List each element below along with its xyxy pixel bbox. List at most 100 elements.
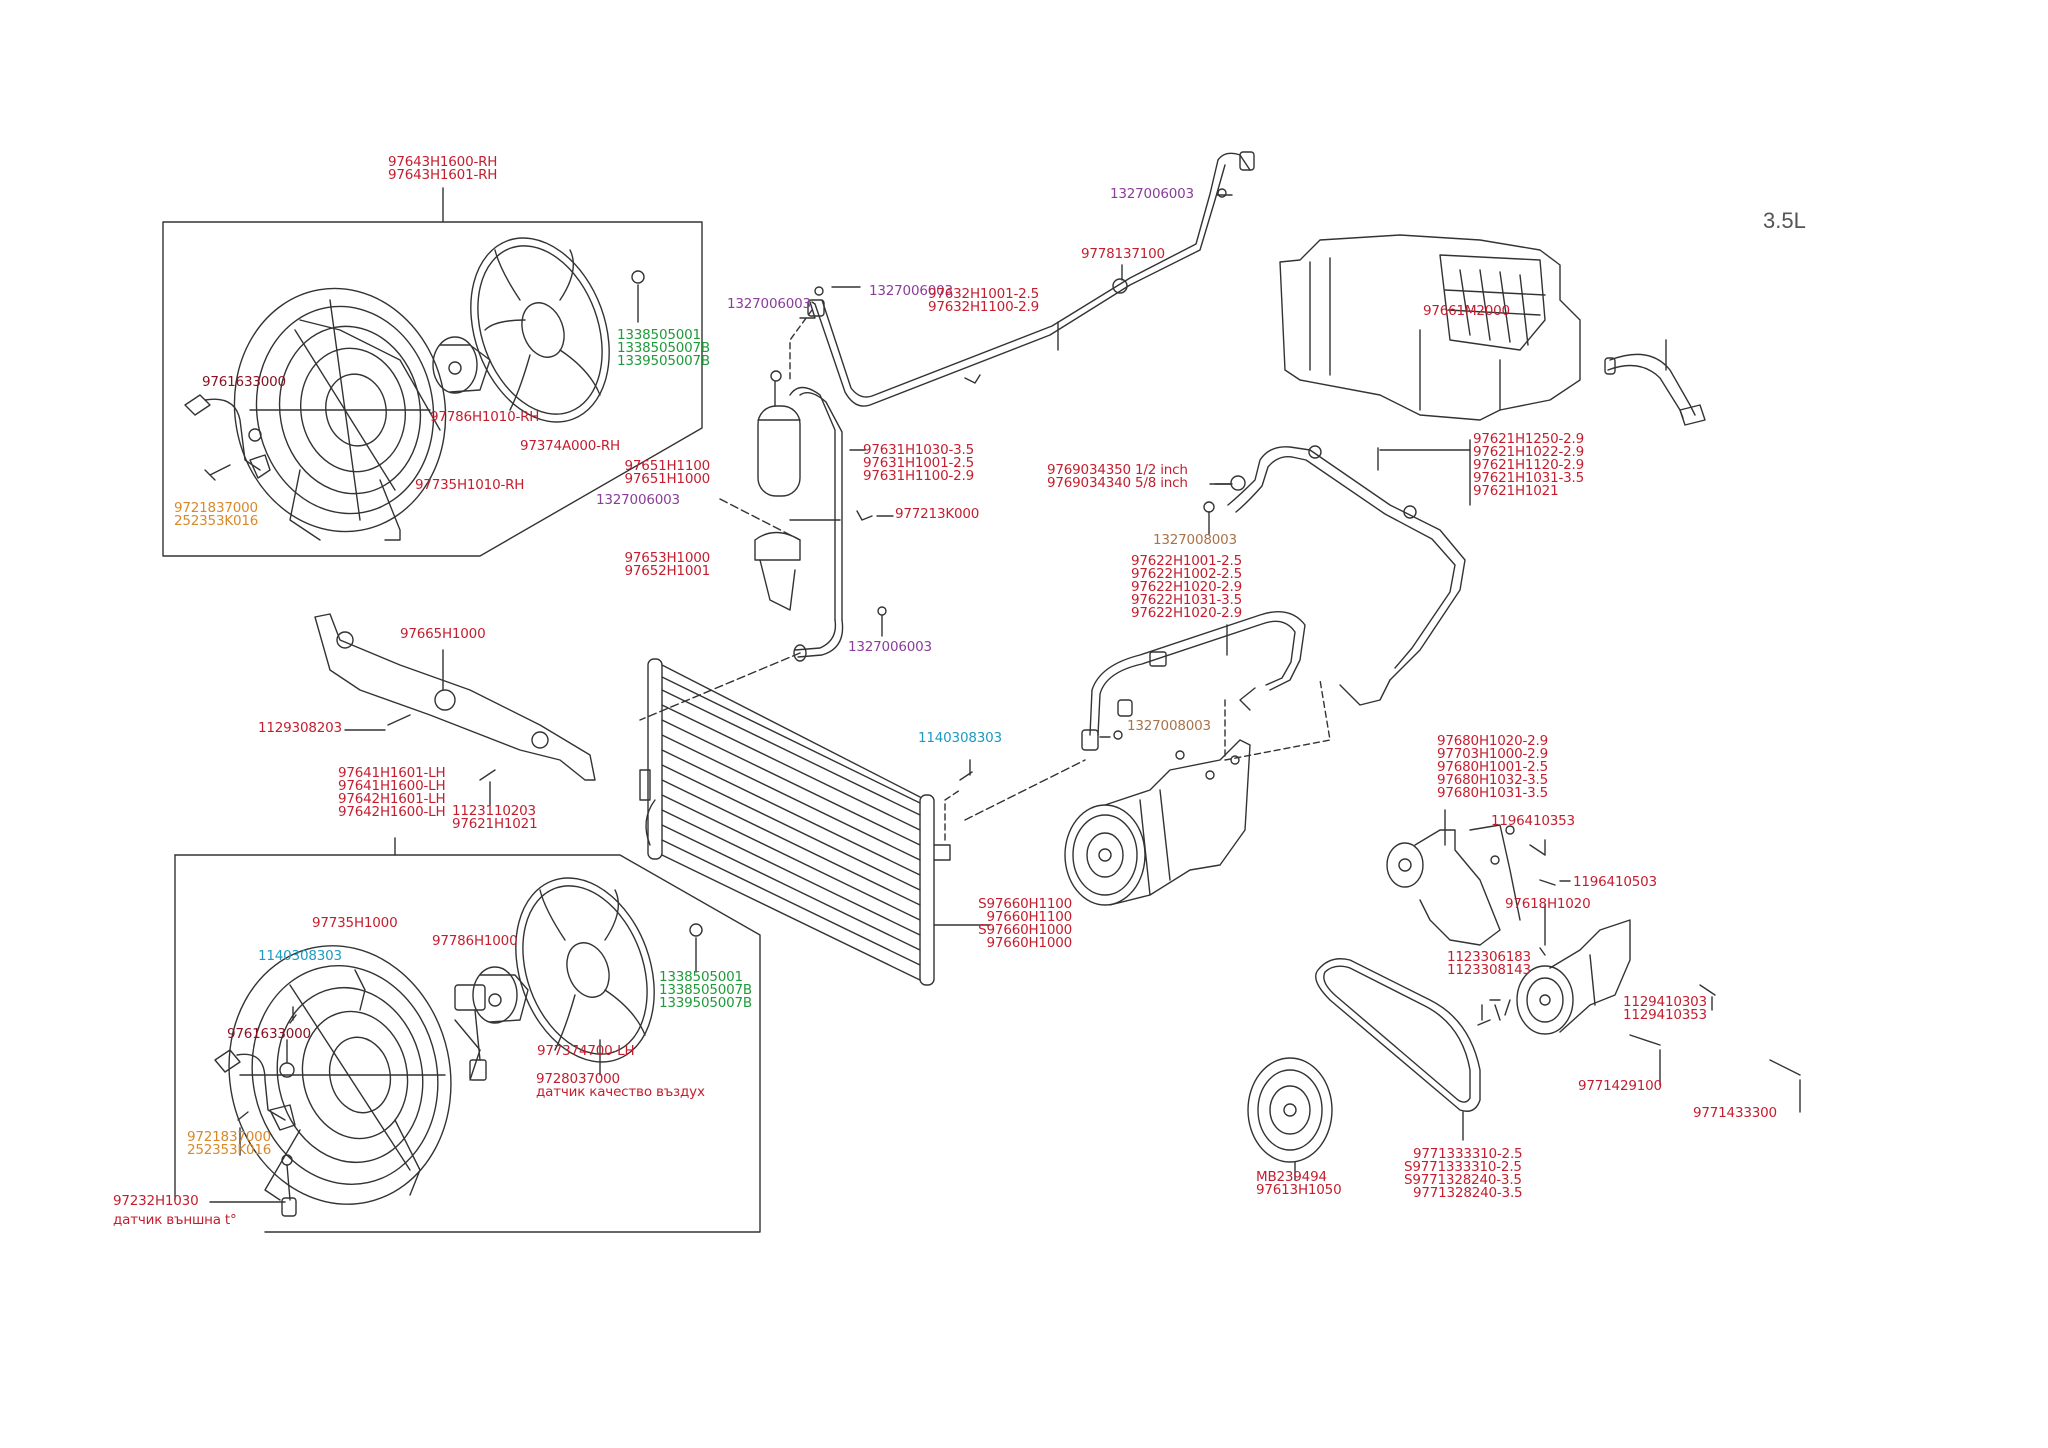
suction-hose-nut-label: 1327008003 <box>1153 532 1237 548</box>
part-number: 1339505007B <box>617 353 710 369</box>
part-number: 97622H1001-2.5 <box>1131 553 1242 569</box>
part-number: 97641H1600-LH <box>338 778 446 794</box>
liquid-pipe-label: 97631H1030-3.5 97631H1001-2.5 97631H1100… <box>863 442 974 484</box>
pulley-label: MB239494 97613H1050 <box>1256 1170 1342 1197</box>
part-number: 9769034340 5/8 inch <box>1047 475 1188 491</box>
part-number: 97641H1601-LH <box>338 765 446 781</box>
fan-rh-blade-label: 97374A000-RH <box>520 438 620 454</box>
part-number: 97642H1601-LH <box>338 791 446 807</box>
part-number: 97631H1030-3.5 <box>863 442 974 458</box>
fan-lh-blade-label: 977374700-LH <box>537 1043 635 1059</box>
pressure-switch-label: 977213K000 <box>895 506 980 522</box>
sensor-description: датчик качество въздух <box>536 1084 705 1100</box>
o-rings-label: 9769034350 1/2 inch 9769034340 5/8 inch <box>1047 462 1188 491</box>
part-number: 9721837000 <box>187 1129 271 1145</box>
engine-displacement-label: 3.5L <box>1763 208 1806 233</box>
part-number: 97651H1100 <box>624 458 711 474</box>
part-number: 1338505001 <box>617 327 701 343</box>
part-number: 97652H1001 <box>624 563 711 579</box>
part-number: 97680H1001-2.5 <box>1437 759 1548 775</box>
drive-belt-label: 9771333310-2.5 S9771333310-2.5 S97713282… <box>1404 1147 1523 1201</box>
fan-rh-nut-label: 1338505001 1338505007B 1339505007B <box>617 327 710 369</box>
part-number: 9771328240-3.5 <box>1413 1185 1523 1201</box>
pipe-nut-3-label: 1327006003 <box>727 296 811 312</box>
compressor-bolt-c-label: 9771429100 <box>1578 1078 1662 1094</box>
part-number: 97622H1020-2.9 <box>1131 579 1242 595</box>
part-number: 1338505007B <box>617 340 710 356</box>
part-number: 252353K016 <box>187 1142 272 1158</box>
part-number: 9769034350 1/2 inch <box>1047 462 1188 478</box>
discharge-hose-drawing <box>1081 611 1331 761</box>
part-number: 1123308143 <box>1447 962 1531 978</box>
condenser-nut-label: 1327006003 <box>848 639 932 655</box>
suction-hose-drawing <box>1203 445 1466 706</box>
part-number: 97621H1022-2.9 <box>1473 444 1584 460</box>
part-number: 97621H1250-2.9 <box>1473 431 1584 447</box>
second-compressor-drawing <box>1504 919 1631 1035</box>
drive-belt-drawing <box>1315 958 1481 1141</box>
bracket-bolt-1-label: 1196410353 <box>1491 813 1575 829</box>
fan-lh-bolt-label: 9721837000 252353K016 <box>187 1129 272 1158</box>
part-number: S9771333310-2.5 <box>1404 1159 1522 1175</box>
bracket-bolts-drawing <box>1529 839 1571 956</box>
fan-rh-bolt-label: 9721837000 252353K016 <box>174 501 258 528</box>
fan-lh-assembly-label: 97641H1601-LH 97641H1600-LH 97642H1601-L… <box>338 765 446 819</box>
fan-lh-group-frame <box>174 837 761 1233</box>
fan-rh-connector-drawing <box>184 394 271 479</box>
fan-rh-nut-drawing <box>631 270 645 323</box>
discharge-hose-label: 97622H1001-2.5 97622H1002-2.5 97622H1020… <box>1131 553 1242 620</box>
air-guard-bolt-2-label: 1123110203 97621H1021 <box>452 803 538 832</box>
compressor-bolts-drawing <box>1477 984 1801 1113</box>
part-number: S97660H1100 <box>978 896 1072 912</box>
sensor-description: датчик външна t° <box>113 1212 237 1228</box>
fan-lh-nut-label: 1338505001 1338505007B 1339505007B <box>659 969 752 1010</box>
fan-lh-shroud-label: 97735H1000 <box>312 915 398 931</box>
fan-rh-group-frame <box>162 187 703 557</box>
pipe-nut-2-label: 1327006003 <box>869 283 953 299</box>
fan-lh-nut-drawing <box>689 923 703 973</box>
part-number: 97643H1600-RH <box>388 154 498 170</box>
part-number: S97660H1000 <box>978 922 1072 938</box>
upper-pipe-drawing <box>789 151 1255 407</box>
pipe-nut-top-label: 1327006003 <box>1110 186 1194 202</box>
part-number: 97621H1021 <box>1473 483 1559 499</box>
part-number: 97232H1030 <box>113 1193 199 1209</box>
air-guard-bolt-label: 1129308203 <box>258 720 342 736</box>
part-number: 97631H1100-2.9 <box>863 468 974 484</box>
fan-lh-connector-drawing <box>209 1006 297 1217</box>
bracket-bolt-2-label: 1196410503 <box>1573 874 1657 890</box>
fan-lh-bolt-cyan-label: 1140308303 <box>258 948 342 964</box>
part-number: 97653H1000 <box>624 550 711 566</box>
part-number: 97632H1001-2.5 <box>928 286 1039 302</box>
drier-bracket-label: 97653H1000 97652H1001 <box>618 550 711 579</box>
condenser-label: S97660H1100 97660H1100 S97660H1000 97660… <box>960 896 1072 950</box>
fan-rh-bolt-drawing <box>204 464 231 481</box>
condenser-drawing <box>639 658 991 986</box>
compressor-bracket-label: 97680H1020-2.9 97703H1000-2.9 97680H1001… <box>1437 734 1548 800</box>
fan-lh-motor-label: 97786H1000 <box>432 933 518 949</box>
air-guard-label: 97665H1000 <box>400 626 486 642</box>
ambient-sensor-label: 97232H1030 датчик външна t° <box>113 1193 237 1228</box>
receiver-drier-drawing <box>757 370 843 621</box>
part-number: 97621H1021 <box>452 816 538 832</box>
receiver-drier-label: 97651H1100 97651H1000 <box>624 458 711 487</box>
fan-rh-connector-nut-label: 9761633000 <box>202 374 286 390</box>
part-number: S9771328240-3.5 <box>1404 1172 1522 1188</box>
condenser-bolt-drawing <box>944 759 1086 841</box>
part-number: 97631H1001-2.5 <box>863 455 974 471</box>
part-number: 9728037000 <box>536 1071 620 1087</box>
part-number: 97622H1031-3.5 <box>1131 592 1242 608</box>
part-number: 97703H1000-2.9 <box>1437 746 1548 762</box>
part-number: 97621H1031-3.5 <box>1473 470 1584 486</box>
part-number: 1123110203 <box>452 803 536 819</box>
suction-hose-label: 97621H1250-2.9 97621H1022-2.9 97621H1120… <box>1473 431 1584 499</box>
part-number: 1338505001 <box>659 969 743 985</box>
part-number: 97651H1000 <box>624 471 711 487</box>
compressor-drawing <box>1064 739 1251 906</box>
part-number: 1338505007B <box>659 982 752 998</box>
fan-lh-blade-drawing <box>515 877 655 1076</box>
compressor-bracket-drawing <box>1386 809 1521 946</box>
compressor-bolt-b-label: 1129410303 1129410353 <box>1623 995 1707 1022</box>
air-guard-drawing <box>314 613 596 806</box>
